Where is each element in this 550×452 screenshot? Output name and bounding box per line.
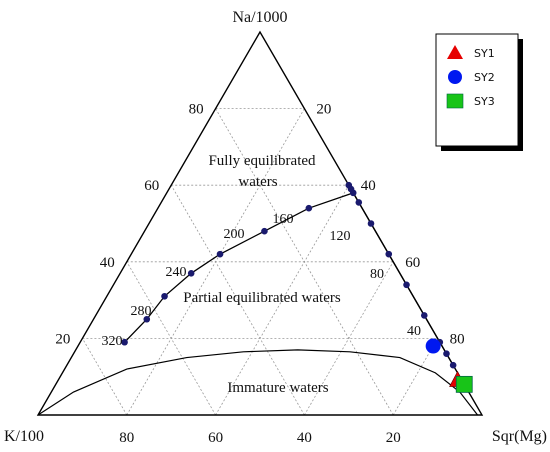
legend-label: SY1 — [474, 47, 495, 60]
full-equilibrium-point — [367, 220, 375, 227]
right-edge-tick: 80 — [450, 331, 465, 347]
grid-line-k — [82, 338, 128, 416]
legend-marker-sy2 — [448, 70, 462, 84]
bottom-edge-tick: 80 — [119, 430, 134, 446]
full-equilibrium-point — [143, 315, 151, 323]
grid-line-mg — [304, 261, 394, 416]
grid-line-k — [170, 184, 305, 416]
full-equilibrium-point — [161, 292, 168, 300]
temperature-label: 120 — [330, 229, 351, 244]
full-equilibrium-point — [449, 361, 457, 369]
temperature-label: 160 — [273, 212, 294, 227]
sample-points — [425, 338, 473, 393]
grid-line-k — [126, 261, 216, 416]
left-edge-tick: 60 — [144, 178, 159, 194]
apex-label-mg: Sqr(Mg) — [492, 428, 547, 445]
full-equilibrium-point — [385, 250, 393, 258]
temperature-label: 40 — [407, 324, 421, 339]
full-equilibrium-point — [121, 338, 128, 346]
full-equilibrium-point — [261, 227, 268, 235]
right-edge-tick: 60 — [405, 255, 420, 271]
left-edge-tick: 80 — [189, 102, 204, 118]
left-edge-tick: 40 — [100, 255, 115, 271]
legend-label: SY2 — [474, 71, 495, 84]
apex-label-na: Na/1000 — [232, 9, 287, 26]
bottom-edge-tick: 20 — [386, 430, 401, 446]
full-equilibrium-point — [305, 204, 313, 212]
bottom-edge-tick: 40 — [297, 430, 312, 446]
full-equilibrium-point — [216, 250, 224, 258]
region-label-partial: Partial equilibrated waters — [183, 290, 341, 306]
bottom-edge-tick: 60 — [208, 430, 223, 446]
grid-line-mg — [215, 184, 350, 416]
legend-marker-sy1 — [447, 45, 463, 59]
immature-waters-boundary — [37, 349, 479, 416]
right-edge-tick: 20 — [316, 102, 331, 118]
left-edge-tick: 20 — [55, 331, 70, 347]
sample-point-sy3 — [455, 375, 473, 393]
legend-marker-sy3 — [446, 93, 464, 109]
right-edge-tick: 40 — [361, 178, 376, 194]
apex-label-k: K/100 — [4, 428, 44, 445]
full-equilibrium-point — [187, 269, 195, 277]
full-equilibrium-point — [443, 350, 450, 358]
region-label-fully-line1: Fully equilibrated — [208, 153, 316, 169]
full-equilibrium-point — [403, 281, 410, 289]
region-label-fully-line2: waters — [238, 174, 277, 190]
region-label-immature: Immature waters — [227, 380, 328, 396]
triangle-outline — [36, 30, 484, 416]
temperature-label: 240 — [166, 265, 187, 280]
temperature-label: 80 — [370, 267, 384, 282]
legend-label: SY3 — [474, 95, 495, 108]
temperature-label: 320 — [102, 334, 123, 349]
legend-box — [435, 33, 519, 147]
temperature-label: 200 — [224, 227, 245, 242]
ternary-frame — [36, 30, 484, 416]
full-equilibrium-point — [355, 199, 363, 206]
ternary-grid — [82, 108, 438, 416]
equilibrium-curves — [37, 181, 479, 416]
sample-point-sy2 — [425, 338, 441, 354]
full-equilibrium-point — [347, 185, 355, 193]
temperature-label: 280 — [131, 304, 152, 319]
full-equilibrium-point — [420, 312, 428, 319]
